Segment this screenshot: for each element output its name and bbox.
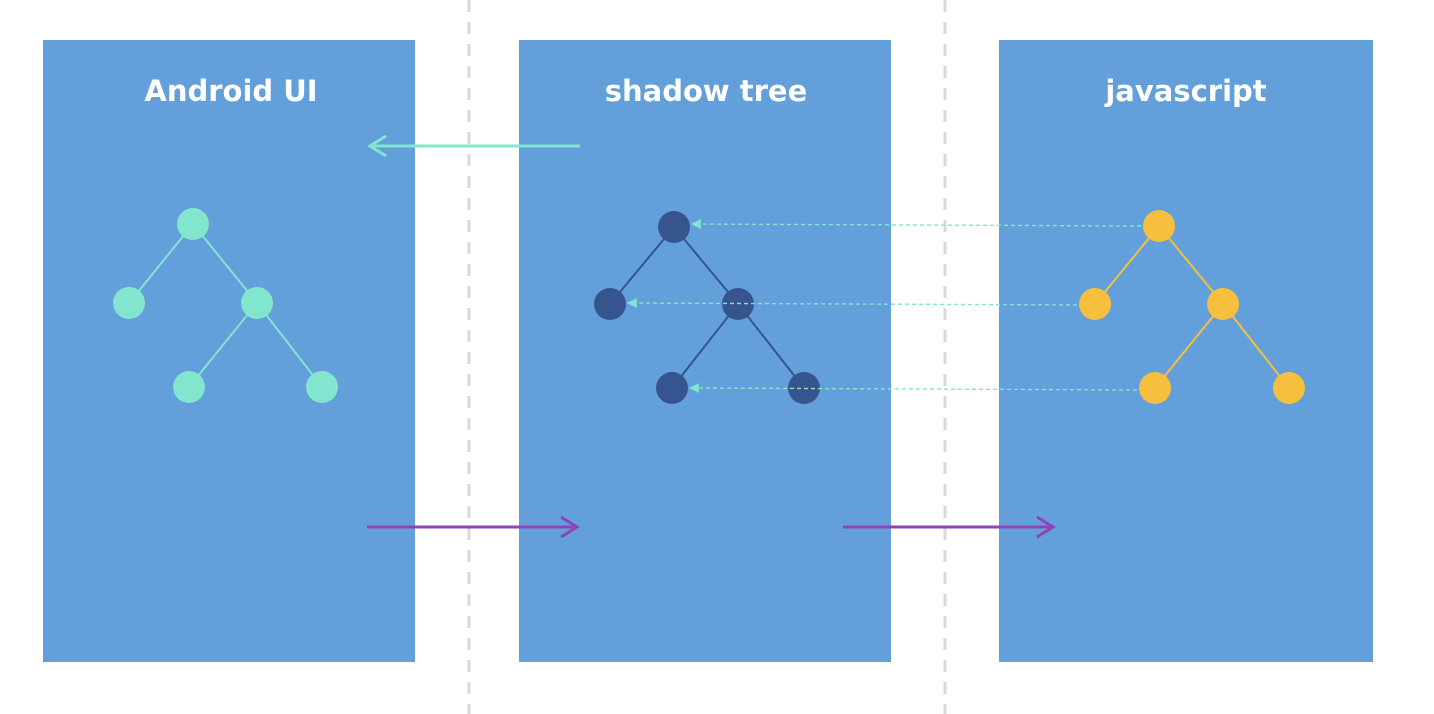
mapping-arrows [627, 219, 1142, 393]
mapping-arrow-bottom [689, 383, 1138, 393]
js-tree-edge [1094, 225, 1160, 305]
js-tree-node [1079, 288, 1111, 320]
mapping-arrow-root [691, 219, 1142, 229]
android-tree-edge [188, 302, 258, 388]
javascript-title: javascript [1104, 74, 1266, 108]
javascript-tree [1079, 210, 1305, 404]
android-ui-panel [43, 40, 415, 662]
shadow-tree-edge [671, 303, 739, 389]
shadow-tree-edge [737, 303, 805, 389]
android-tree-node [113, 287, 145, 319]
android-tree-node [173, 371, 205, 403]
js-tree-edge [1222, 303, 1290, 389]
arrow-right-icon [367, 515, 580, 539]
mapping-arrow-middle [627, 298, 1078, 308]
android-tree-node [241, 287, 273, 319]
shadow-tree-edge [673, 226, 739, 305]
android-tree-node [306, 371, 338, 403]
shadow-tree-title: shadow tree [605, 74, 808, 108]
shadow-tree-node-root [658, 211, 690, 243]
js-tree-node [1207, 288, 1239, 320]
android-ui-title: Android UI [144, 74, 317, 108]
android-tree-node-root [177, 208, 209, 240]
android-tree-edge [128, 223, 194, 304]
js-tree-node-root [1143, 210, 1175, 242]
js-tree-node [1139, 372, 1171, 404]
arrow-right-icon [843, 515, 1056, 539]
shadow-tree-edge [609, 226, 675, 305]
shadow-tree-node [788, 372, 820, 404]
js-tree-node [1273, 372, 1305, 404]
shadow-tree-panel [519, 40, 891, 662]
android-tree-edge [192, 223, 258, 304]
arrow-left-icon [367, 134, 580, 158]
js-tree-edge [1158, 225, 1224, 305]
android-tree-edge [256, 302, 323, 388]
shadow-tree-node [594, 288, 626, 320]
shadow-tree [594, 211, 820, 404]
android-ui-tree [113, 208, 338, 403]
shadow-tree-node [656, 372, 688, 404]
js-tree-edge [1154, 303, 1224, 389]
